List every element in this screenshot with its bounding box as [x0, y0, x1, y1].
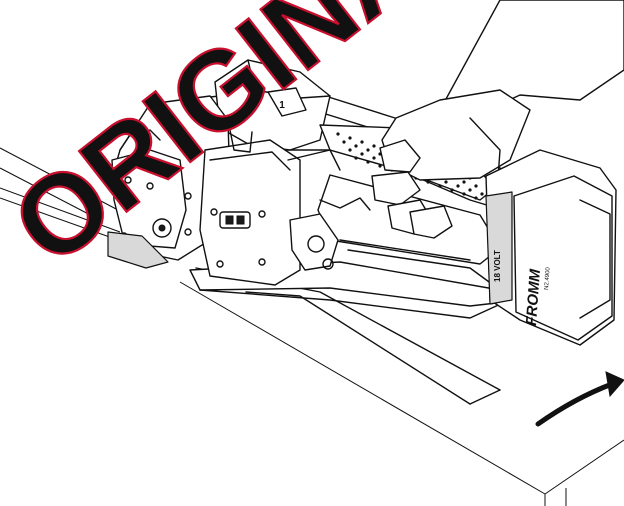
grip-dot [348, 148, 352, 152]
start-button-icon [267, 87, 307, 117]
grip-dot [468, 188, 472, 192]
grip-dot [438, 184, 442, 188]
grip-dot [360, 140, 364, 144]
grip-dot [366, 160, 370, 164]
grip-dot [342, 140, 346, 144]
tension-lever [289, 197, 371, 271]
grip-dot [372, 144, 376, 148]
motor-housing: 1 [214, 59, 331, 151]
grip-dot [426, 180, 430, 184]
grip-dot [378, 164, 382, 168]
grip-dot [348, 136, 352, 140]
grip-dot [372, 156, 376, 160]
grip-dot [462, 180, 466, 184]
brand-label: FROMM [523, 268, 544, 326]
grip-dot [336, 132, 340, 136]
grip-dot [456, 184, 460, 188]
grip-dot [354, 144, 358, 148]
button-symbol: 1 [279, 100, 285, 111]
grip-dot [480, 192, 484, 196]
grip-dot [474, 184, 478, 188]
grip-dot [354, 156, 358, 160]
model-label: N2.4900 [544, 266, 552, 290]
curved-arrow-icon [535, 371, 624, 427]
grip-dot [444, 180, 448, 184]
hand [371, 0, 624, 239]
table-surface [0, 147, 624, 506]
grip-dot [360, 152, 364, 156]
grip-dot [366, 148, 370, 152]
battery-voltage-label: 18 VOLT [493, 250, 502, 282]
grip-dot [462, 192, 466, 196]
battery-pack: 18 VOLT FROMM N2.4900 [485, 149, 617, 346]
mechanism-block [199, 129, 341, 286]
grip-dot [450, 188, 454, 192]
grip-dot [474, 196, 478, 200]
